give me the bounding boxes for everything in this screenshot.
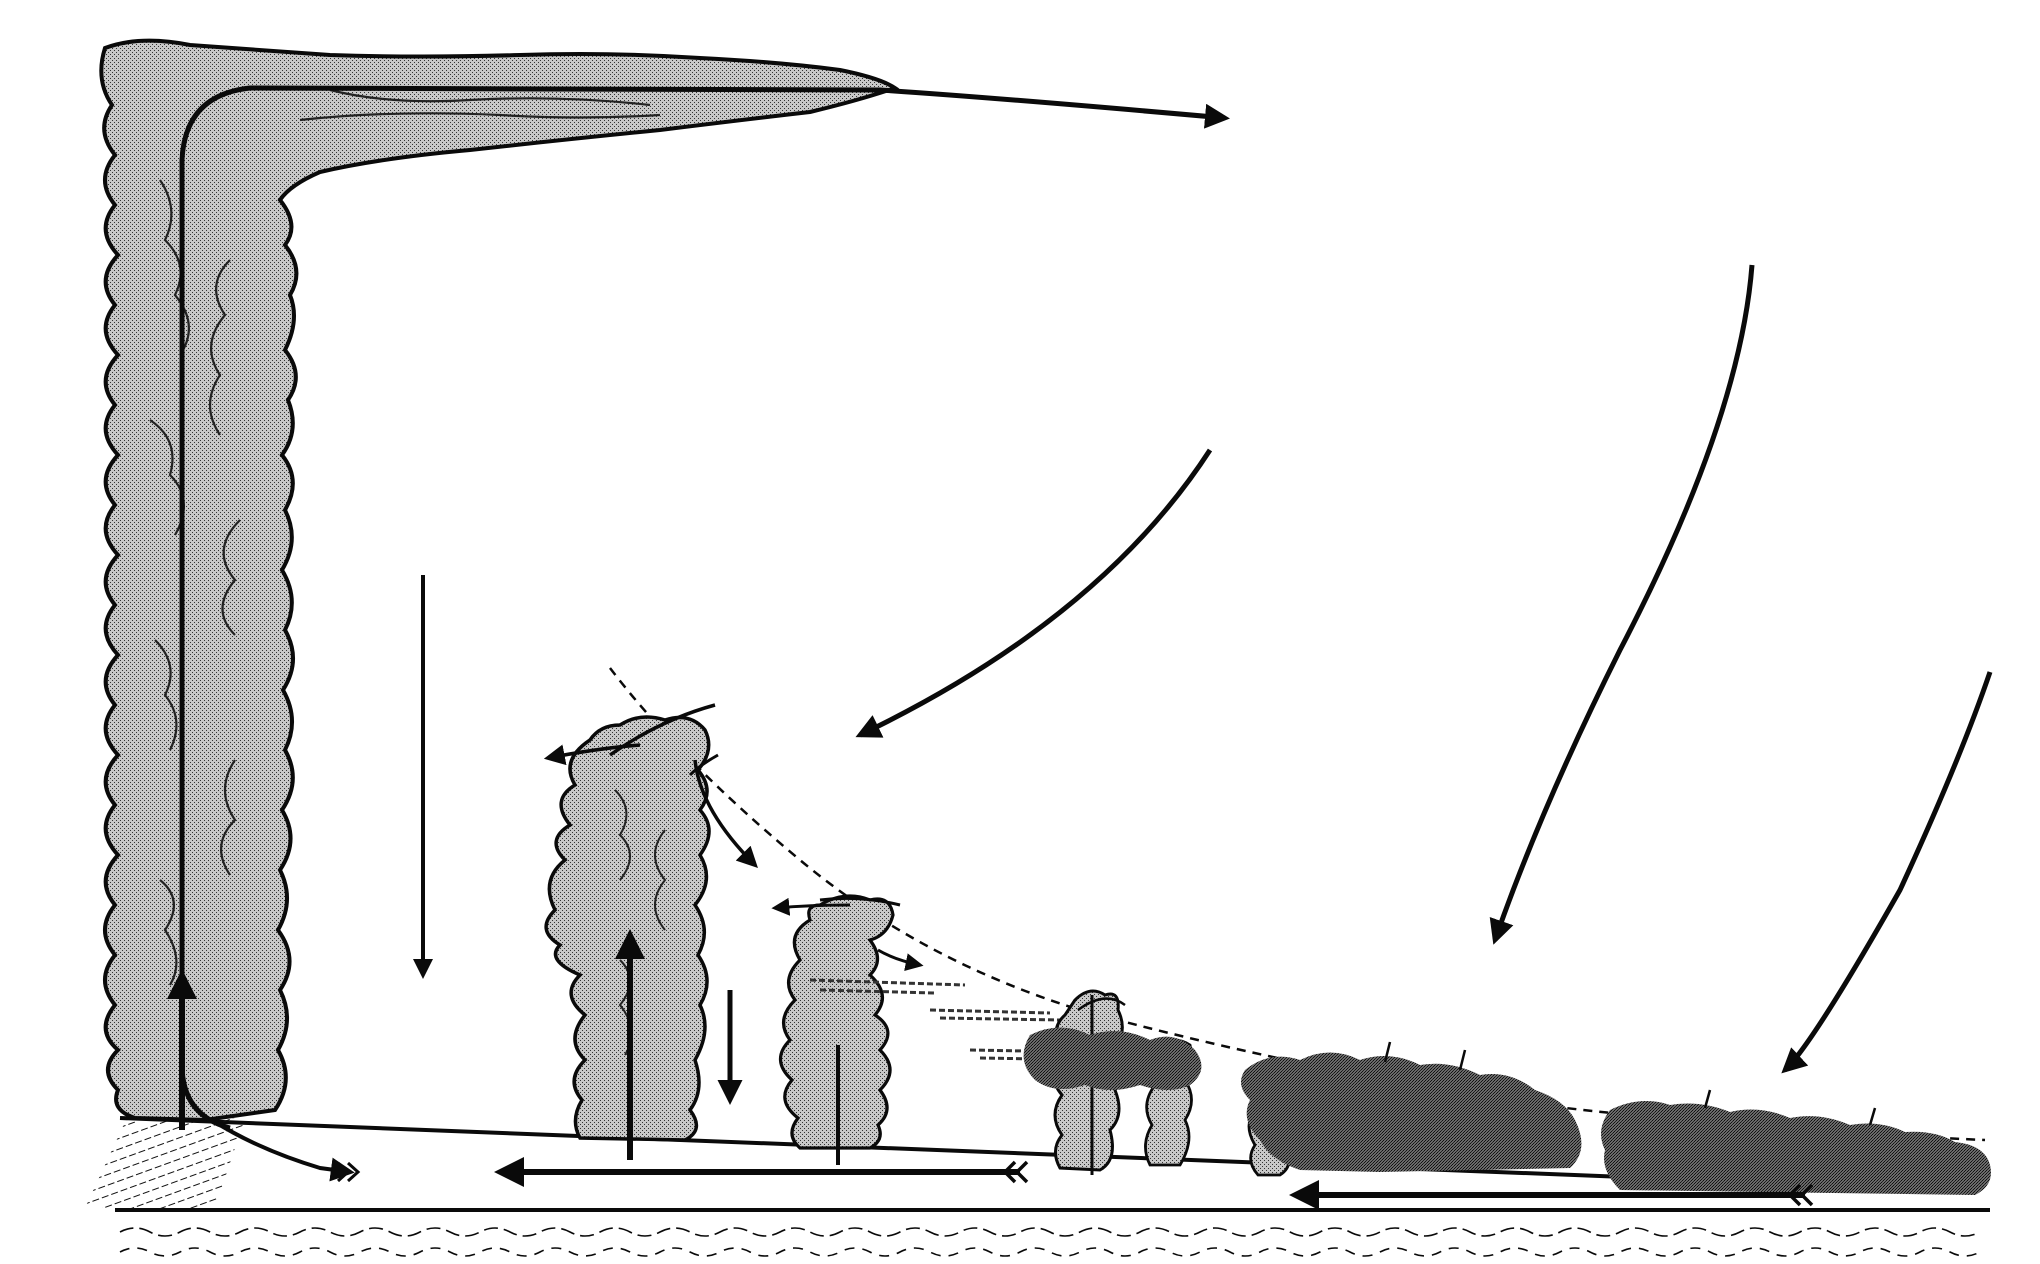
return-flow-feather-mid [1002, 1160, 1029, 1184]
trade-wind-inversion [609, 667, 1986, 1142]
congestus-right-arc [688, 753, 719, 777]
deep-convective-tower [99, 38, 900, 1123]
subsidence-arrow-1 [855, 448, 1213, 738]
rain-hatching [85, 1118, 245, 1208]
dark-cloud-cluster-2 [1241, 1052, 1582, 1172]
congestus-detrainment-right-arrow [693, 759, 758, 868]
small-cumulus-top-arc [1077, 997, 1126, 1012]
congestus-cloud [544, 715, 711, 1142]
dark-cloud-cluster-1 [1023, 1027, 1202, 1090]
cumulus-detrainment-right-arrow [877, 948, 924, 971]
subsidence-arrow-2 [1489, 264, 1755, 945]
deep-updraft-arrow [179, 85, 1230, 1131]
ocean-surface [115, 1208, 1990, 1257]
congestus-detrainment-left-arrow [543, 743, 641, 766]
cumulus-top-arc [819, 896, 901, 907]
cumulus-detrainment-left-arrow [771, 897, 851, 916]
cloud-tick-marks [1383, 1041, 1877, 1126]
return-flow-feather-right [1787, 1183, 1814, 1207]
dark-cloud-cluster-3 [1601, 1101, 1991, 1195]
tower-base-outflow-arrow [213, 1120, 355, 1182]
cumulus-cloud [778, 894, 895, 1150]
subsidence-arrow-3 [1781, 671, 1993, 1074]
tower-base-feather [336, 1161, 361, 1183]
